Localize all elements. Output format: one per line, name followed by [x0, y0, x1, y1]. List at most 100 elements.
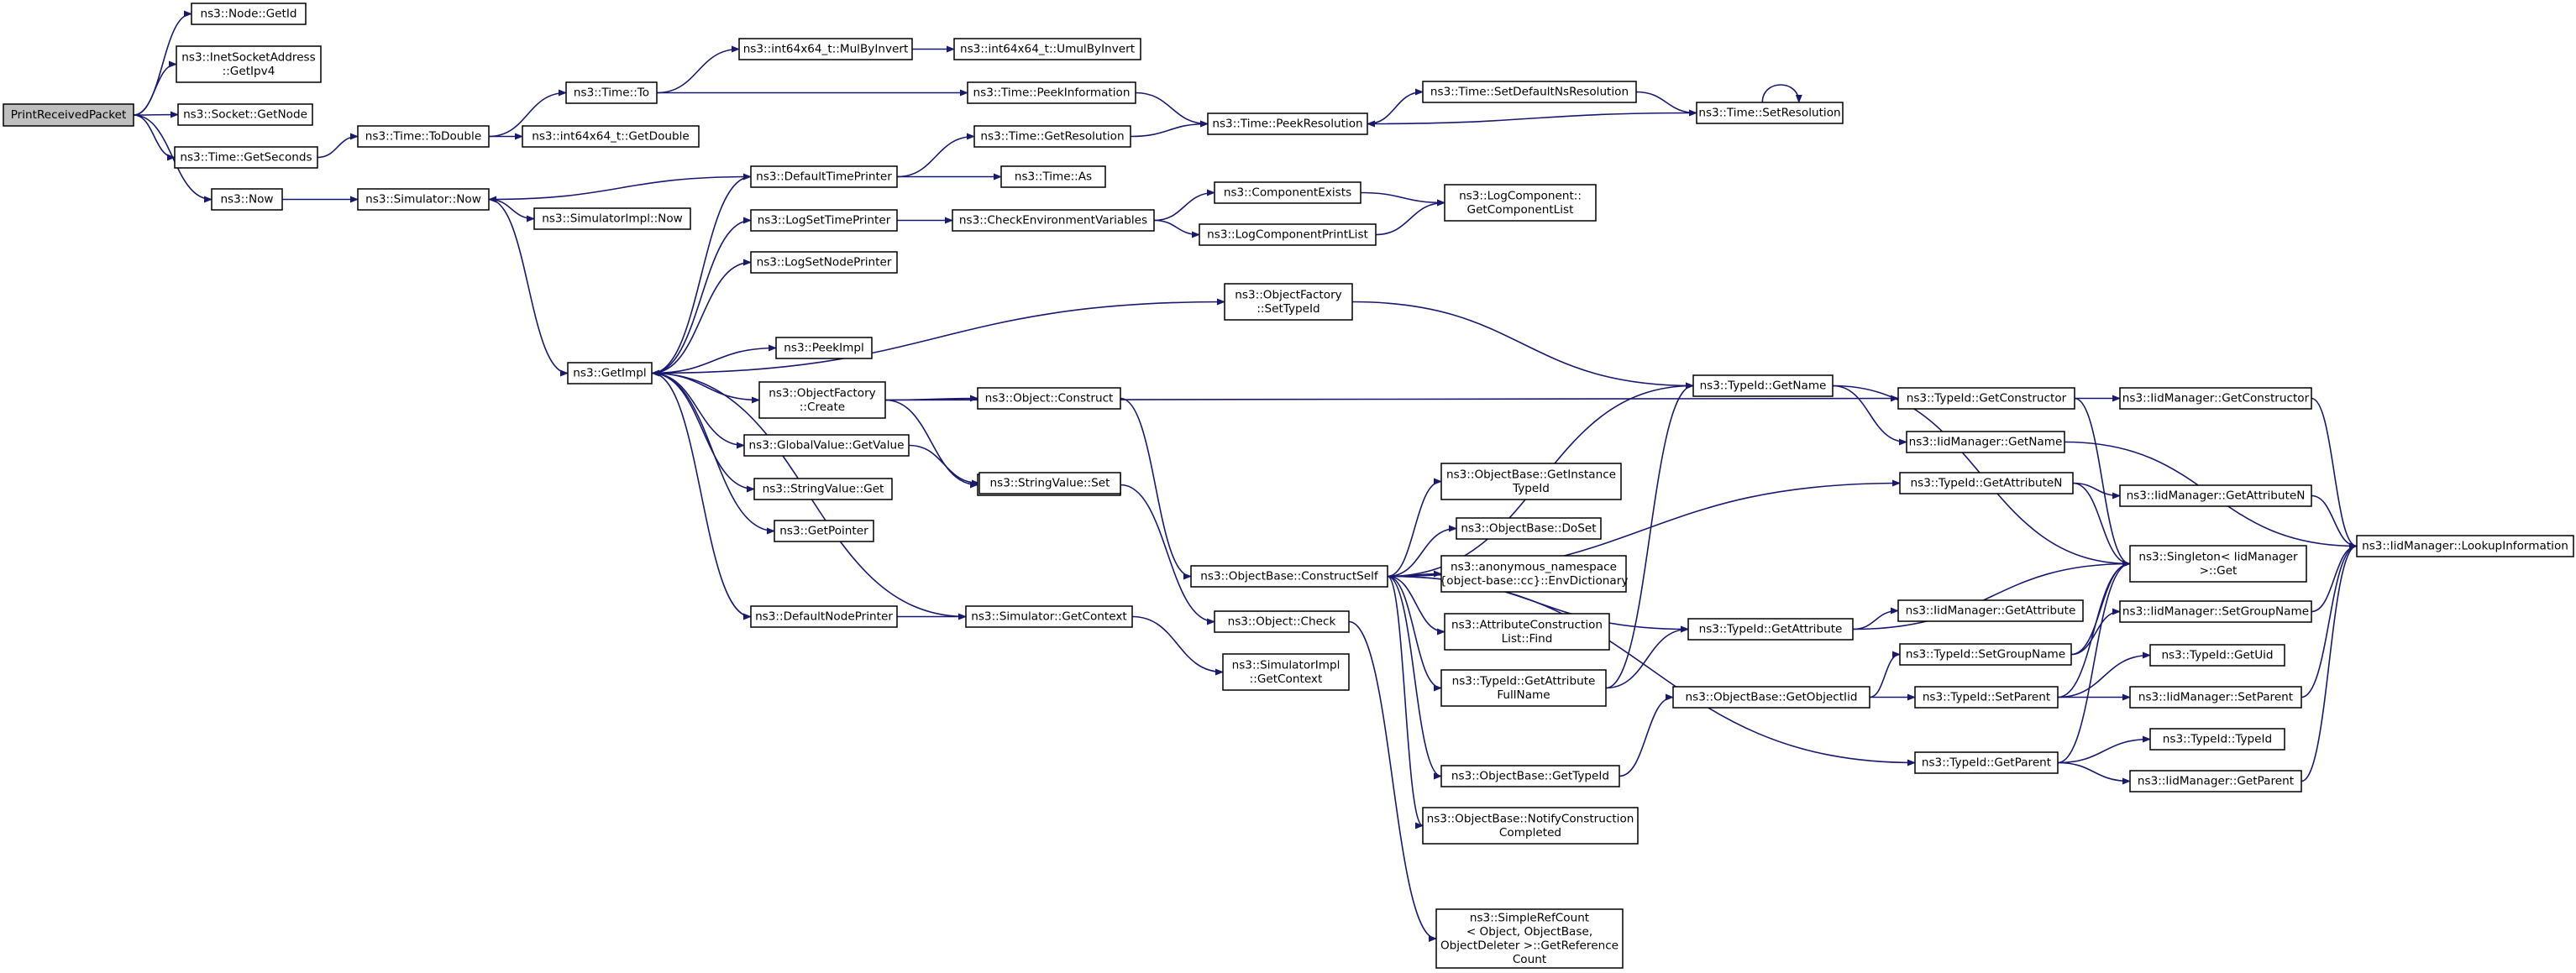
- node-sim_getcontext[interactable]: ns3::Simulator::GetContext: [965, 605, 1133, 628]
- node-typeid_setgroupname[interactable]: ns3::TypeId::SetGroupName: [1899, 643, 2072, 666]
- node-time_setdefaultns[interactable]: ns3::Time::SetDefaultNsResolution: [1422, 81, 1637, 103]
- node-label: ::GetIpv4: [223, 65, 275, 78]
- node-int64_umulbyinvert[interactable]: ns3::int64x64_t::UmulByInvert: [953, 38, 1141, 60]
- node-iidmgr_getparent[interactable]: ns3::IidManager::GetParent: [2129, 770, 2302, 793]
- node-node_getid[interactable]: ns3::Node::GetId: [191, 3, 307, 25]
- node-time_to[interactable]: ns3::Time::To: [565, 81, 658, 104]
- node-box: [1435, 908, 1624, 969]
- node-objbase_doset[interactable]: ns3::ObjectBase::DoSet: [1456, 517, 1602, 540]
- node-getimpl[interactable]: ns3::GetImpl: [567, 362, 653, 384]
- node-time_todouble[interactable]: ns3::Time::ToDouble: [357, 125, 490, 148]
- edge-iidmgr_getattributen-to-iidmgr_lookupinfo: [2311, 494, 2358, 550]
- node-time_peekres[interactable]: ns3::Time::PeekResolution: [1207, 112, 1368, 135]
- node-box: [2356, 535, 2574, 557]
- edge-objbase_constructself-to-typeid_getattributefullname: [1387, 575, 1442, 692]
- node-iidmgr_getname[interactable]: ns3::IidManager::GetName: [1906, 431, 2065, 453]
- node-objbase_gettypeid[interactable]: ns3::ObjectBase::GetTypeId: [1440, 765, 1620, 787]
- node-typeid_getname[interactable]: ns3::TypeId::GetName: [1692, 374, 1834, 397]
- node-socket_getnode[interactable]: ns3::Socket::GetNode: [177, 103, 313, 126]
- node-box: [1422, 807, 1639, 845]
- node-peekimpl[interactable]: ns3::PeekImpl: [775, 337, 873, 359]
- node-log_component_get_list[interactable]: ns3::LogComponent::GetComponentList: [1444, 184, 1597, 222]
- node-default_time_printer[interactable]: ns3::DefaultTimePrinter: [750, 165, 898, 188]
- edge-iidmgr_setgroupname-to-iidmgr_lookupinfo: [2311, 542, 2358, 613]
- node-time_setres[interactable]: ns3::Time::SetResolution: [1696, 102, 1844, 124]
- node-simimpl_getcontext[interactable]: ns3::SimulatorImpl::GetContext: [1222, 653, 1350, 691]
- node-typeid_typeid[interactable]: ns3::TypeId::TypeId: [2149, 728, 2285, 751]
- node-iidmgr_getconstructor[interactable]: ns3::IidManager::GetConstructor: [2119, 387, 2312, 410]
- node-object_construct[interactable]: ns3::Object::Construct: [977, 387, 1121, 410]
- node-box: [1224, 283, 1353, 321]
- node-objbase_getobjectiid[interactable]: ns3::ObjectBase::GetObjectIid: [1672, 686, 1870, 709]
- node-iidmgr_getattributen[interactable]: ns3::IidManager::GetAttributeN: [2119, 484, 2312, 507]
- node-label: ns3::DefaultNodePrinter: [755, 610, 893, 624]
- node-label: ::GetContext: [1250, 672, 1323, 686]
- node-typeid_getparent[interactable]: ns3::TypeId::GetParent: [1914, 751, 2059, 774]
- node-label: Count: [1513, 953, 1546, 966]
- node-int64_getdouble[interactable]: ns3::int64x64_t::GetDouble: [522, 125, 700, 148]
- edge-typeid_setparent-to-singleton_get: [2057, 560, 2131, 698]
- node-objfactory_settypeid[interactable]: ns3::ObjectFactory::SetTypeId: [1224, 283, 1353, 321]
- node-label: ns3::SimpleRefCount: [1470, 911, 1589, 924]
- node-stringvalue_set[interactable]: ns3::StringValue::Set: [978, 472, 1121, 494]
- node-label: ns3::IidManager::GetAttributeN: [2127, 489, 2306, 503]
- node-time_peekinfo[interactable]: ns3::Time::PeekInformation: [967, 81, 1136, 104]
- node-int64_mulbyinvert[interactable]: ns3::int64x64_t::MulByInvert: [738, 38, 913, 60]
- node-iidmgr_setparent[interactable]: ns3::IidManager::SetParent: [2129, 686, 2302, 709]
- node-ns3_now[interactable]: ns3::Now: [211, 188, 283, 211]
- node-typeid_setparent[interactable]: ns3::TypeId::SetParent: [1914, 686, 2059, 709]
- node-box: [1440, 669, 1607, 707]
- node-iidmgr_getattribute[interactable]: ns3::IidManager::GetAttribute: [1897, 599, 2084, 622]
- edge-getimpl-to-default_node_printer: [651, 372, 752, 620]
- node-anon_envdictionary[interactable]: ns3::anonymous_namespace{object-base::cc…: [1440, 555, 1629, 593]
- node-log_component_print_list[interactable]: ns3::LogComponentPrintList: [1199, 223, 1377, 246]
- edge-typeid_getparent-to-iidmgr_getparent: [2057, 761, 2131, 785]
- node-box: [1899, 472, 2074, 494]
- node-time_getres[interactable]: ns3::Time::GetResolution: [973, 125, 1131, 148]
- node-object_check[interactable]: ns3::Object::Check: [1214, 610, 1350, 633]
- edge-root-to-time_getseconds: [133, 114, 176, 161]
- edge-log_component_print_list-to-log_component_get_list: [1375, 199, 1445, 236]
- node-typeid_getattributen[interactable]: ns3::TypeId::GetAttributeN: [1899, 472, 2074, 494]
- node-check_env_vars[interactable]: ns3::CheckEnvironmentVariables: [952, 209, 1155, 232]
- node-box: [952, 209, 1155, 232]
- node-default_node_printer[interactable]: ns3::DefaultNodePrinter: [750, 605, 898, 628]
- node-label: ns3::Singleton< IidManager: [2138, 550, 2298, 563]
- edge-objbase_constructself-to-attrconstructionlist_find: [1387, 575, 1445, 636]
- node-iidmgr_lookupinfo[interactable]: ns3::IidManager::LookupInformation: [2356, 535, 2574, 557]
- node-simplerefcount_getrefcount[interactable]: ns3::SimpleRefCount< Object, ObjectBase,…: [1435, 908, 1624, 969]
- node-box: [1692, 374, 1834, 397]
- node-typeid_getuid[interactable]: ns3::TypeId::GetUid: [2149, 644, 2285, 667]
- node-box: [1440, 555, 1627, 593]
- node-iidmgr_setgroupname[interactable]: ns3::IidManager::SetGroupName: [2119, 600, 2312, 623]
- node-objbase_constructself[interactable]: ns3::ObjectBase::ConstructSelf: [1190, 565, 1388, 588]
- node-stringvalue_get[interactable]: ns3::StringValue::Get: [753, 478, 893, 500]
- node-inet_getipv4[interactable]: ns3::InetSocketAddress::GetIpv4: [176, 45, 322, 83]
- node-objbase_notifyconstruction[interactable]: ns3::ObjectBase::NotifyConstructionCompl…: [1422, 807, 1639, 845]
- node-simimpl_now[interactable]: ns3::SimulatorImpl::Now: [533, 207, 691, 230]
- node-getpointer[interactable]: ns3::GetPointer: [774, 520, 874, 542]
- node-label: ns3::TypeId::SetParent: [1923, 691, 2050, 704]
- node-objfactory_create[interactable]: ns3::ObjectFactory::Create: [758, 381, 886, 419]
- node-label: ns3::Time::PeekInformation: [973, 86, 1131, 100]
- node-sim_now[interactable]: ns3::Simulator::Now: [357, 188, 490, 211]
- node-typeid_getattribute[interactable]: ns3::TypeId::GetAttribute: [1687, 618, 1854, 641]
- edge-getimpl-to-globalvalue_getvalue: [651, 372, 745, 449]
- node-time_getseconds[interactable]: ns3::Time::GetSeconds: [174, 146, 318, 169]
- node-log_set_time_printer[interactable]: ns3::LogSetTimePrinter: [750, 209, 898, 232]
- node-time_as[interactable]: ns3::Time::As: [1000, 165, 1106, 188]
- edge-root-to-inet_getipv4: [133, 60, 177, 116]
- edge-typeid_getattributen-to-singleton_get: [2072, 482, 2131, 568]
- node-log_set_node_printer[interactable]: ns3::LogSetNodePrinter: [750, 251, 898, 274]
- node-label: {object-base::cc}::EnvDictionary: [1440, 574, 1629, 588]
- node-label: ::Create: [800, 400, 845, 414]
- node-singleton_get[interactable]: ns3::Singleton< IidManager >::Get: [2129, 545, 2307, 583]
- node-component_exists[interactable]: ns3::ComponentExists: [1214, 181, 1361, 204]
- node-root[interactable]: PrintReceivedPacket: [3, 103, 134, 127]
- node-typeid_getconstructor[interactable]: ns3::TypeId::GetConstructor: [1897, 387, 2075, 410]
- node-globalvalue_getvalue[interactable]: ns3::GlobalValue::GetValue: [743, 434, 910, 457]
